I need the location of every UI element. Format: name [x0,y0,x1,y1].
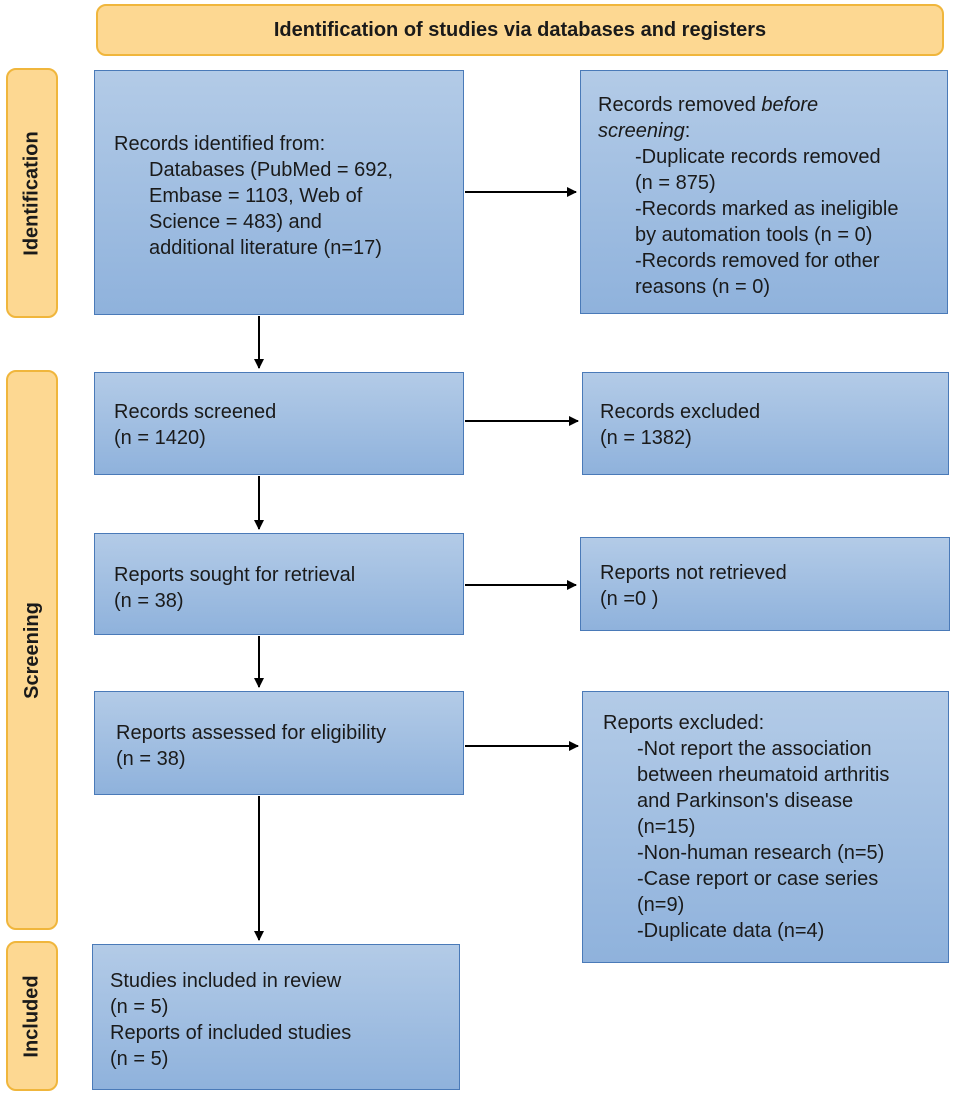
identified-line: Science = 483) and [149,211,322,233]
reports-sought-box: Reports sought for retrieval (n = 38) [94,533,464,635]
identified-line: Embase = 1103, Web of [149,185,363,207]
records-removed-title-cont: screening: [598,120,691,142]
records-excluded-title: Records excluded [600,401,761,423]
reports-excluded-line: (n=9) [637,894,685,916]
reports-excluded-line: -Non-human research (n=5) [637,842,885,864]
identified-line: additional literature (n=17) [149,237,382,259]
reports-assessed-count: (n = 38) [116,748,186,770]
reports-not-retrieved-title: Reports not retrieved [600,562,787,584]
reports-assessed-title: Reports assessed for eligibility [116,722,387,744]
records-excluded-box: Records excluded (n = 1382) [582,372,949,475]
reports-sought-title: Reports sought for retrieval [114,564,356,586]
phase-included: Included [6,941,58,1091]
records-removed-title: Records removed before [598,94,819,116]
records-screened-count: (n = 1420) [114,427,206,449]
removed-line: (n = 875) [635,172,716,194]
included-line: Studies included in review [110,970,342,992]
records-identified-title: Records identified from: [114,133,326,155]
included-line: Reports of included studies [110,1022,352,1044]
reports-excluded-line: -Duplicate data (n=4) [637,920,825,942]
reports-excluded-title: Reports excluded: [603,712,765,734]
reports-sought-count: (n = 38) [114,590,184,612]
reports-excluded-line: (n=15) [637,816,696,838]
studies-included-box: Studies included in review (n = 5) Repor… [92,944,460,1090]
records-removed-box: Records removed before screening: -Dupli… [580,70,948,314]
removed-line: -Records marked as ineligible [635,198,899,220]
removed-line: -Records removed for other [635,250,880,272]
phase-identification: Identification [6,68,58,318]
removed-line: -Duplicate records removed [635,146,881,168]
records-identified-box: Records identified from: Databases (PubM… [94,70,464,315]
phase-screening: Screening [6,370,58,930]
removed-line: reasons (n = 0) [635,276,771,298]
reports-excluded-box: Reports excluded: -Not report the associ… [582,691,949,963]
included-line: (n = 5) [110,1048,169,1070]
reports-excluded-line: -Not report the association [637,738,872,760]
reports-excluded-line: and Parkinson's disease [637,790,854,812]
flow-header: Identification of studies via databases … [96,4,944,56]
reports-excluded-line: -Case report or case series [637,868,879,890]
reports-not-retrieved-box: Reports not retrieved (n =0 ) [580,537,950,631]
reports-not-retrieved-count: (n =0 ) [600,588,659,610]
header-title: Identification of studies via databases … [273,18,767,41]
reports-excluded-line: between rheumatoid arthritis [637,764,890,786]
included-line: (n = 5) [110,996,169,1018]
records-excluded-count: (n = 1382) [600,427,692,449]
identified-line: Databases (PubMed = 692, [149,159,394,181]
records-screened-box: Records screened (n = 1420) [94,372,464,475]
reports-assessed-box: Reports assessed for eligibility (n = 38… [94,691,464,795]
records-screened-title: Records screened [114,401,277,423]
removed-line: by automation tools (n = 0) [635,224,873,246]
